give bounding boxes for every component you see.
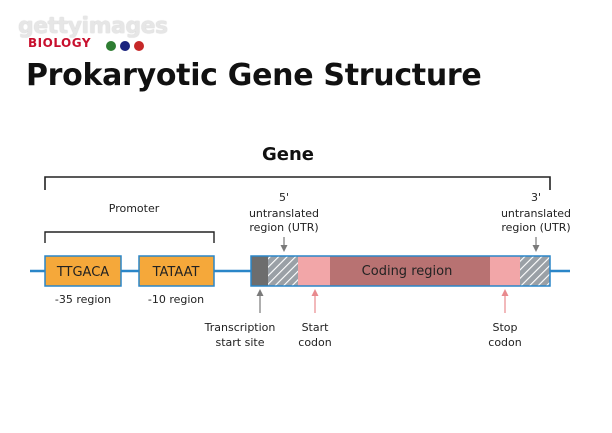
start-codon-arrow-icon <box>311 289 319 313</box>
coding-region-label: Coding region <box>362 264 453 279</box>
page-title: Prokaryotic Gene Structure <box>26 58 482 93</box>
transcribed-region-outline <box>250 255 551 287</box>
utr3-label-line2: untranslated <box>501 207 571 220</box>
utr3-segment <box>520 256 550 286</box>
start-codon-label-line1: Start <box>302 321 330 334</box>
watermark-sub: BIOLOGY <box>28 36 92 50</box>
start-codon-label-line2: codon <box>298 336 331 349</box>
navy-dot-icon <box>120 41 130 51</box>
ttgaca-box <box>44 255 122 287</box>
tss-arrow-icon <box>256 289 264 313</box>
utr5-arrow-icon <box>280 237 288 252</box>
gene-label: Gene <box>262 144 314 165</box>
utr5-segment <box>268 256 298 286</box>
promoter-label: Promoter <box>109 202 160 215</box>
promoter-bracket <box>44 231 215 243</box>
utr3-arrow-icon <box>532 237 540 252</box>
tataat-text: TATAAT <box>152 265 200 280</box>
stop-codon-label-line1: Stop <box>492 321 517 334</box>
utr5-label-line2: untranslated <box>249 207 319 220</box>
coding-region-segment <box>330 256 490 286</box>
tataat-box <box>138 255 215 287</box>
utr3-label-line3: region (UTR) <box>501 221 570 234</box>
stop-codon-segment <box>490 256 520 286</box>
stop-codon-arrow-icon <box>501 289 509 313</box>
start-codon-segment <box>298 256 330 286</box>
utr5-label-line1: 5' <box>279 191 289 204</box>
stop-codon-label-line2: codon <box>488 336 521 349</box>
minus10-region-label: -10 region <box>148 293 204 306</box>
tss-segment <box>251 256 268 286</box>
watermark-dots <box>106 38 148 56</box>
green-dot-icon <box>106 41 116 51</box>
utr5-label-line3: region (UTR) <box>249 221 318 234</box>
tss-label-line1: Transcription <box>204 321 276 334</box>
watermark-brand: gettyimages <box>18 14 168 39</box>
ttgaca-text: TTGACA <box>56 265 109 280</box>
tss-label-line2: start site <box>216 336 265 349</box>
utr3-label-line1: 3' <box>531 191 541 204</box>
watermark-logo: gettyimages BIOLOGY <box>18 14 168 51</box>
red-dot-icon <box>134 41 144 51</box>
minus35-region-label: -35 region <box>55 293 111 306</box>
gene-bracket <box>44 176 551 190</box>
